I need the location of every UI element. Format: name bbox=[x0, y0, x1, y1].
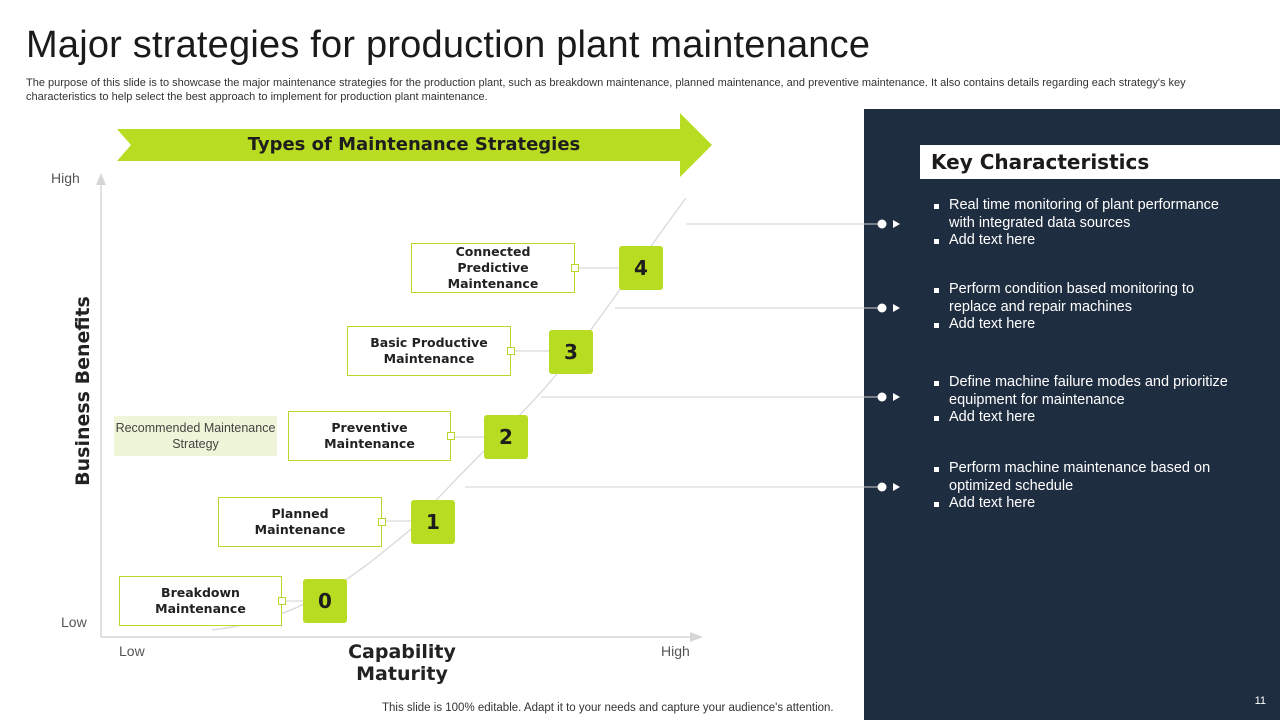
slide-title: Major strategies for production plant ma… bbox=[26, 24, 871, 66]
characteristics-group-4: Perform machine maintenance based on opt… bbox=[932, 460, 1232, 513]
slide-subtitle: The purpose of this slide is to showcase… bbox=[26, 77, 1186, 103]
characteristics-group-1: Real time monitoring of plant performanc… bbox=[932, 197, 1232, 250]
strategy-label: Planned Maintenance bbox=[254, 506, 346, 537]
characteristic-item: Add text here bbox=[932, 232, 1232, 250]
strategy-label: Breakdown Maintenance bbox=[155, 585, 246, 616]
strategy-box-2: Preventive Maintenance bbox=[288, 411, 455, 461]
strategy-number-4: 4 bbox=[619, 246, 663, 290]
marker-dot-4 bbox=[877, 482, 900, 492]
characteristics-header: Key Characteristics bbox=[920, 145, 1280, 179]
strategy-label: Preventive Maintenance bbox=[324, 420, 415, 451]
characteristic-item: Add text here bbox=[932, 495, 1232, 513]
page-number: 11 bbox=[1254, 695, 1266, 707]
characteristics-group-2: Perform condition based monitoring to re… bbox=[932, 281, 1232, 334]
characteristic-item: Perform condition based monitoring to re… bbox=[932, 281, 1232, 316]
strategy-number-1: 1 bbox=[411, 500, 455, 544]
strategy-box-0: Breakdown Maintenance bbox=[119, 576, 286, 626]
strategy-box-4: Connected Predictive Maintenance bbox=[411, 243, 579, 293]
characteristic-item: Real time monitoring of plant performanc… bbox=[932, 197, 1232, 232]
strategy-box-1: Planned Maintenance bbox=[218, 497, 386, 547]
y-axis-arrow-head bbox=[96, 173, 106, 185]
strategy-label: Connected Predictive Maintenance bbox=[447, 244, 539, 291]
characteristic-item: Define machine failure modes and priorit… bbox=[932, 374, 1232, 409]
characteristics-panel bbox=[864, 109, 1280, 720]
x-axis-high-label: High bbox=[661, 643, 690, 659]
marker-dot-1 bbox=[877, 219, 900, 229]
connector-square bbox=[571, 264, 579, 272]
marker-dot-3 bbox=[877, 392, 900, 402]
strategy-number-3: 3 bbox=[549, 330, 593, 374]
strategy-number-2: 2 bbox=[484, 415, 528, 459]
footer-note: This slide is 100% editable. Adapt it to… bbox=[382, 702, 834, 714]
strategy-number-0: 0 bbox=[303, 579, 347, 623]
strategy-label: Basic Productive Maintenance bbox=[370, 335, 488, 366]
connector-square bbox=[278, 597, 286, 605]
strategy-box-3: Basic Productive Maintenance bbox=[347, 326, 515, 376]
x-axis-arrow-head bbox=[690, 632, 703, 642]
characteristics-group-3: Define machine failure modes and priorit… bbox=[932, 374, 1232, 427]
characteristic-item: Add text here bbox=[932, 316, 1232, 334]
characteristic-item: Perform machine maintenance based on opt… bbox=[932, 460, 1232, 495]
banner-arrow bbox=[117, 113, 712, 177]
x-axis-low-label: Low bbox=[119, 643, 145, 659]
connector-square bbox=[447, 432, 455, 440]
y-axis-high-label: High bbox=[51, 170, 80, 186]
marker-dot-2 bbox=[877, 303, 900, 313]
recommended-strategy-label: Recommended Maintenance Strategy bbox=[114, 416, 277, 456]
characteristic-item: Add text here bbox=[932, 409, 1232, 427]
connector-square bbox=[507, 347, 515, 355]
banner-label: Types of Maintenance Strategies bbox=[247, 134, 581, 155]
x-axis-title: Capability Maturity bbox=[348, 641, 456, 685]
connector-square bbox=[378, 518, 386, 526]
y-axis-low-label: Low bbox=[61, 614, 87, 630]
